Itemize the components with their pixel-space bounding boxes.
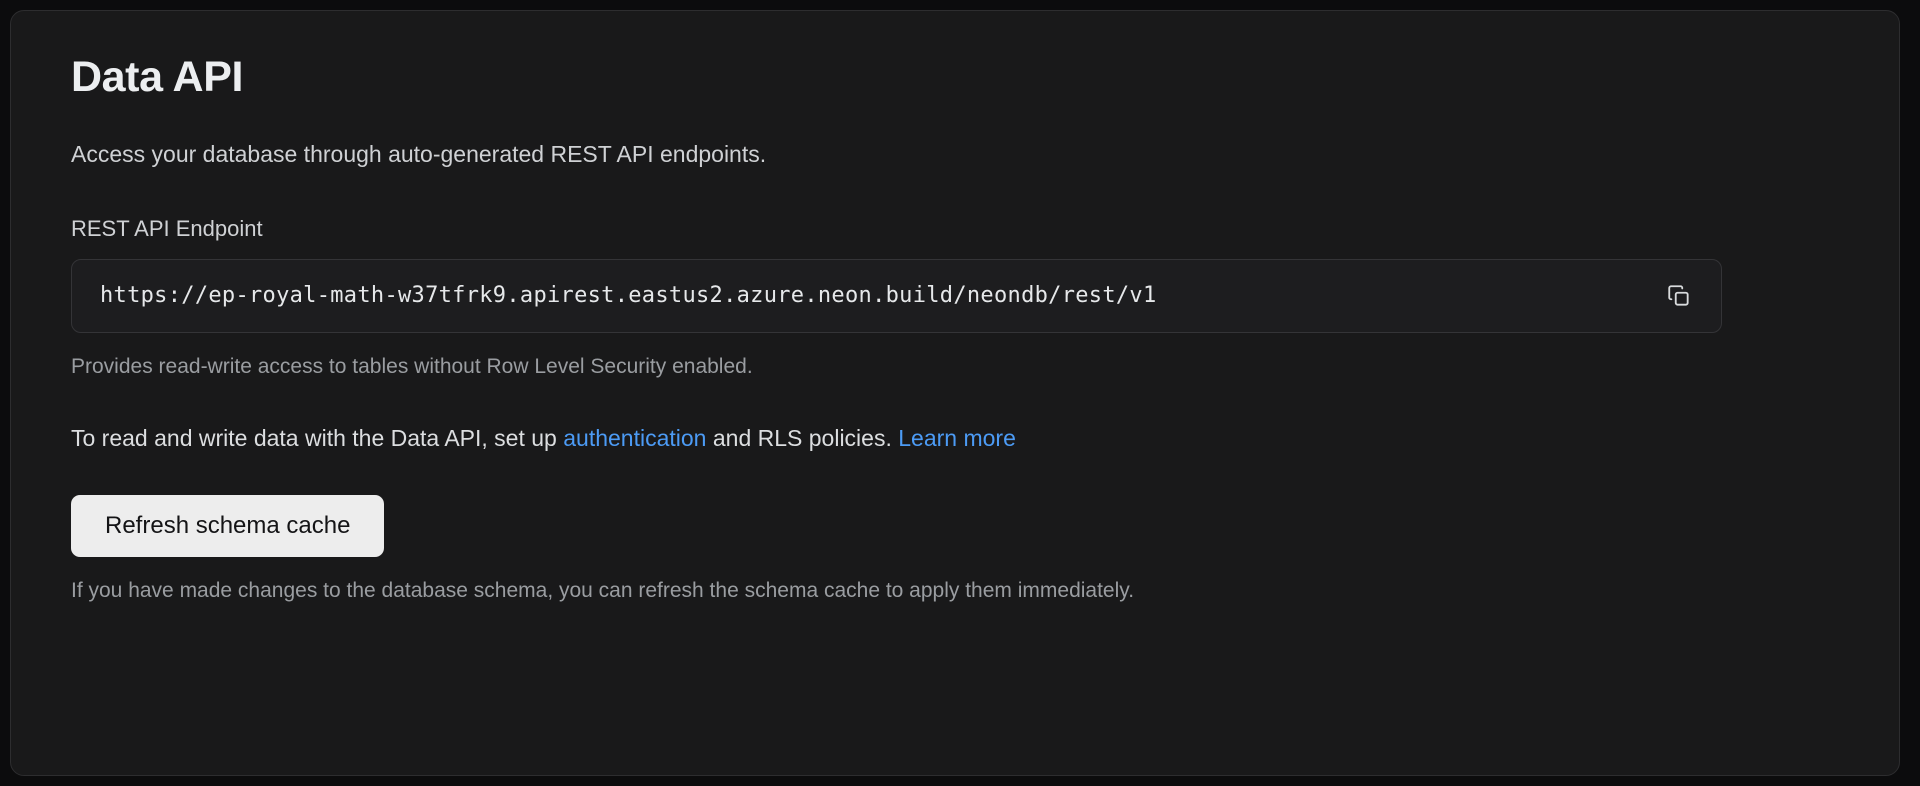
endpoint-input-container[interactable]: https://ep-royal-math-w37tfrk9.apirest.e… bbox=[71, 259, 1722, 333]
endpoint-url-value[interactable]: https://ep-royal-math-w37tfrk9.apirest.e… bbox=[100, 283, 1157, 308]
info-paragraph: To read and write data with the Data API… bbox=[71, 423, 1851, 453]
endpoint-helper-text: Provides read-write access to tables wit… bbox=[71, 355, 753, 378]
copy-endpoint-button[interactable] bbox=[1659, 276, 1699, 316]
card-subtitle: Access your database through auto-genera… bbox=[71, 141, 767, 167]
copy-icon bbox=[1666, 283, 1692, 309]
info-paragraph-prefix: To read and write data with the Data API… bbox=[71, 425, 564, 451]
info-paragraph-middle: and RLS policies. bbox=[706, 425, 899, 451]
rest-api-endpoint-label: REST API Endpoint bbox=[71, 216, 263, 241]
refresh-footer-text: If you have made changes to the database… bbox=[71, 579, 1135, 602]
data-api-card: Data API Access your database through au… bbox=[10, 10, 1900, 776]
refresh-schema-cache-button[interactable]: Refresh schema cache bbox=[71, 495, 385, 557]
page-title: Data API bbox=[71, 53, 244, 101]
authentication-link[interactable]: authentication bbox=[563, 425, 707, 451]
learn-more-link[interactable]: Learn more bbox=[898, 425, 1016, 451]
